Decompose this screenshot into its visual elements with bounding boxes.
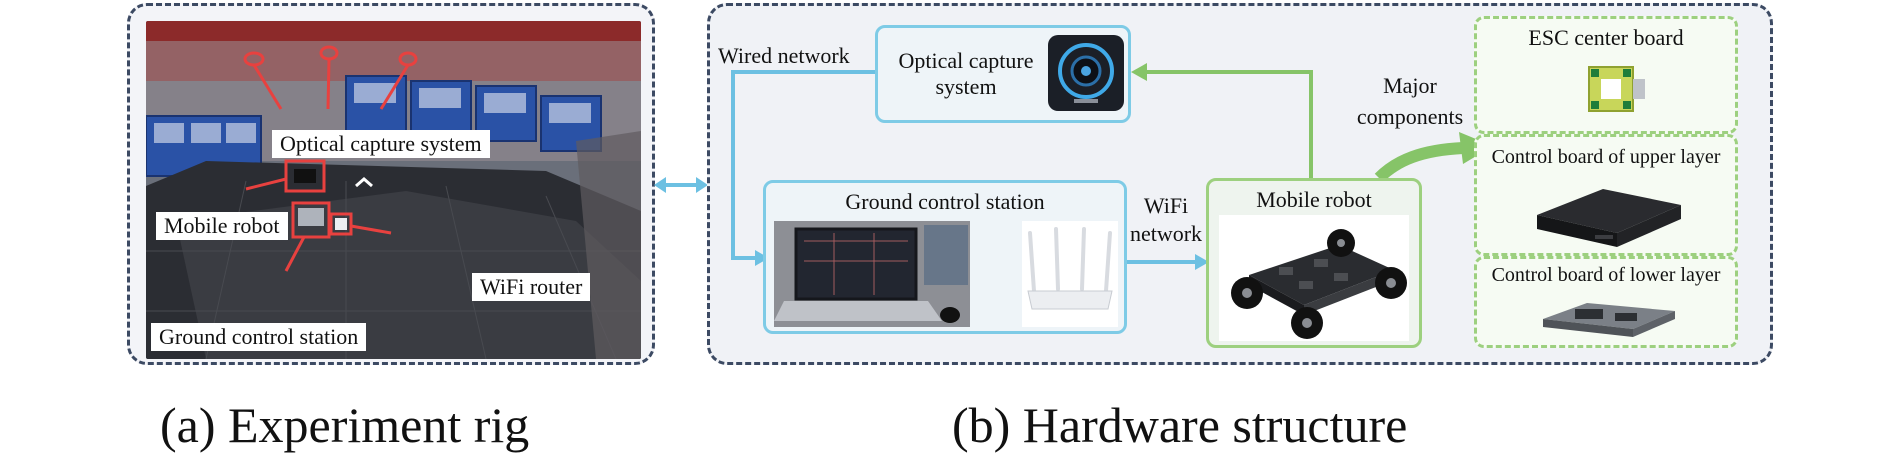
optical-capture-title: Optical capture system bbox=[898, 48, 1034, 99]
lower-layer-board-box: Control board of lower layer bbox=[1474, 256, 1738, 348]
label-optical-capture-system: Optical capture system bbox=[272, 130, 490, 158]
experiment-rig-photo bbox=[146, 21, 641, 359]
label-ground-control-station: Ground control station bbox=[151, 323, 367, 351]
link-double-arrow bbox=[654, 177, 708, 193]
label-wifi-network: WiFi network bbox=[1129, 193, 1203, 246]
router-icon bbox=[1022, 221, 1118, 327]
esc-center-board-box: ESC center board bbox=[1474, 16, 1738, 134]
ground-control-station-box: Ground control station bbox=[763, 180, 1127, 334]
mobile-robot-box: Mobile robot bbox=[1206, 178, 1422, 348]
optical-capture-box: Optical capture system bbox=[875, 25, 1131, 123]
upper-layer-board-box: Control board of upper layer bbox=[1474, 134, 1738, 256]
caption-experiment-rig: (a) Experiment rig bbox=[160, 397, 530, 453]
label-major-components: Major components bbox=[1356, 73, 1464, 129]
caption-hardware-structure: (b) Hardware structure bbox=[952, 397, 1408, 453]
label-wired-network: Wired network bbox=[718, 43, 850, 68]
lower-board-icon bbox=[1543, 303, 1675, 337]
esc-center-board-title: ESC center board bbox=[1528, 25, 1684, 50]
rig-illustration bbox=[146, 21, 641, 359]
lower-layer-board-title: Control board of lower layer bbox=[1491, 264, 1721, 286]
ground-control-title: Ground control station bbox=[845, 189, 1045, 214]
mobile-robot-title: Mobile robot bbox=[1256, 187, 1372, 212]
label-mobile-robot: Mobile robot bbox=[156, 212, 288, 240]
camera-device-icon bbox=[1048, 35, 1124, 111]
upper-layer-board-title: Control board of upper layer bbox=[1491, 146, 1721, 168]
esc-board-icon bbox=[1588, 66, 1645, 112]
label-wifi-router: WiFi router bbox=[472, 273, 591, 301]
robot-chassis-icon bbox=[1219, 215, 1409, 341]
upper-board-icon bbox=[1537, 189, 1681, 247]
laptop-icon bbox=[774, 221, 970, 327]
